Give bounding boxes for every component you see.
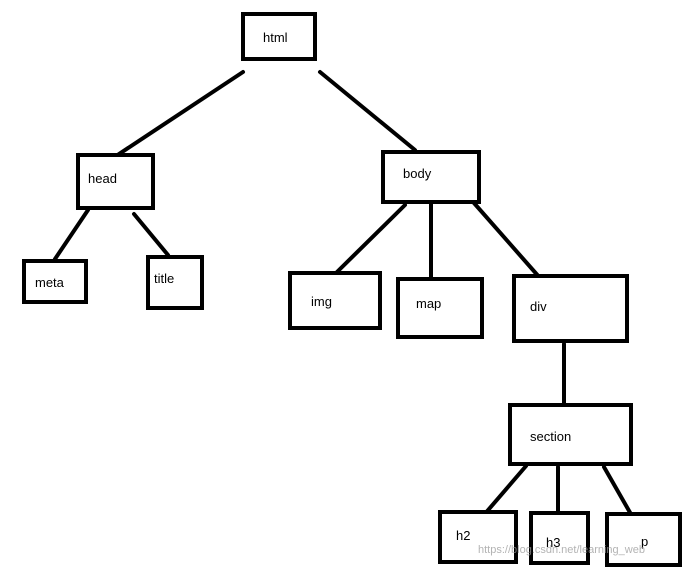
edge-section-p [602,465,634,518]
node-label-img: img [311,294,332,309]
watermark-text: https://blog.csdn.net/learning_web [478,544,645,556]
node-box-div [512,274,629,343]
node-title: title [146,255,204,310]
node-label-head: head [88,171,117,186]
edge-head-title [132,212,170,257]
node-head: head [76,153,155,210]
node-img: img [288,271,382,330]
node-box-section [508,403,633,466]
node-label-div: div [530,299,547,314]
edge-section-h2 [481,464,528,518]
node-h3: h3 [529,511,590,565]
node-p: p [605,512,682,567]
node-box-img [288,271,382,330]
node-box-h2 [438,510,518,564]
node-box-p [605,512,682,567]
node-label-h2: h2 [456,528,470,543]
node-label-section: section [530,429,571,444]
node-box-title [146,255,204,310]
node-label-title: title [154,271,174,286]
edge-body-div [472,201,542,280]
node-label-body: body [403,166,432,181]
node-box-html [241,12,317,61]
node-box-map [396,277,484,339]
node-box-body [381,150,481,204]
node-box-meta [22,259,88,304]
node-h2: h2 [438,510,518,564]
edge-head-meta [53,208,90,261]
edge-html-head [111,70,245,160]
nodes-layer: html head body meta title img map div section h2 h… [22,12,682,567]
node-section: section [508,403,633,466]
node-box-h3 [529,511,590,565]
node-box-head [76,153,155,210]
node-label-p: p [641,534,648,549]
edges-layer [53,70,634,518]
node-body: body [381,150,481,204]
node-html: html [241,12,317,61]
node-label-h3: h3 [546,535,560,550]
node-map: map [396,277,484,339]
node-meta: meta [22,259,88,304]
node-div: div [512,274,629,343]
node-label-html: html [263,30,288,45]
node-label-map: map [416,296,441,311]
edge-body-img [335,203,407,274]
edge-html-body [318,70,417,152]
node-label-meta: meta [35,275,65,290]
